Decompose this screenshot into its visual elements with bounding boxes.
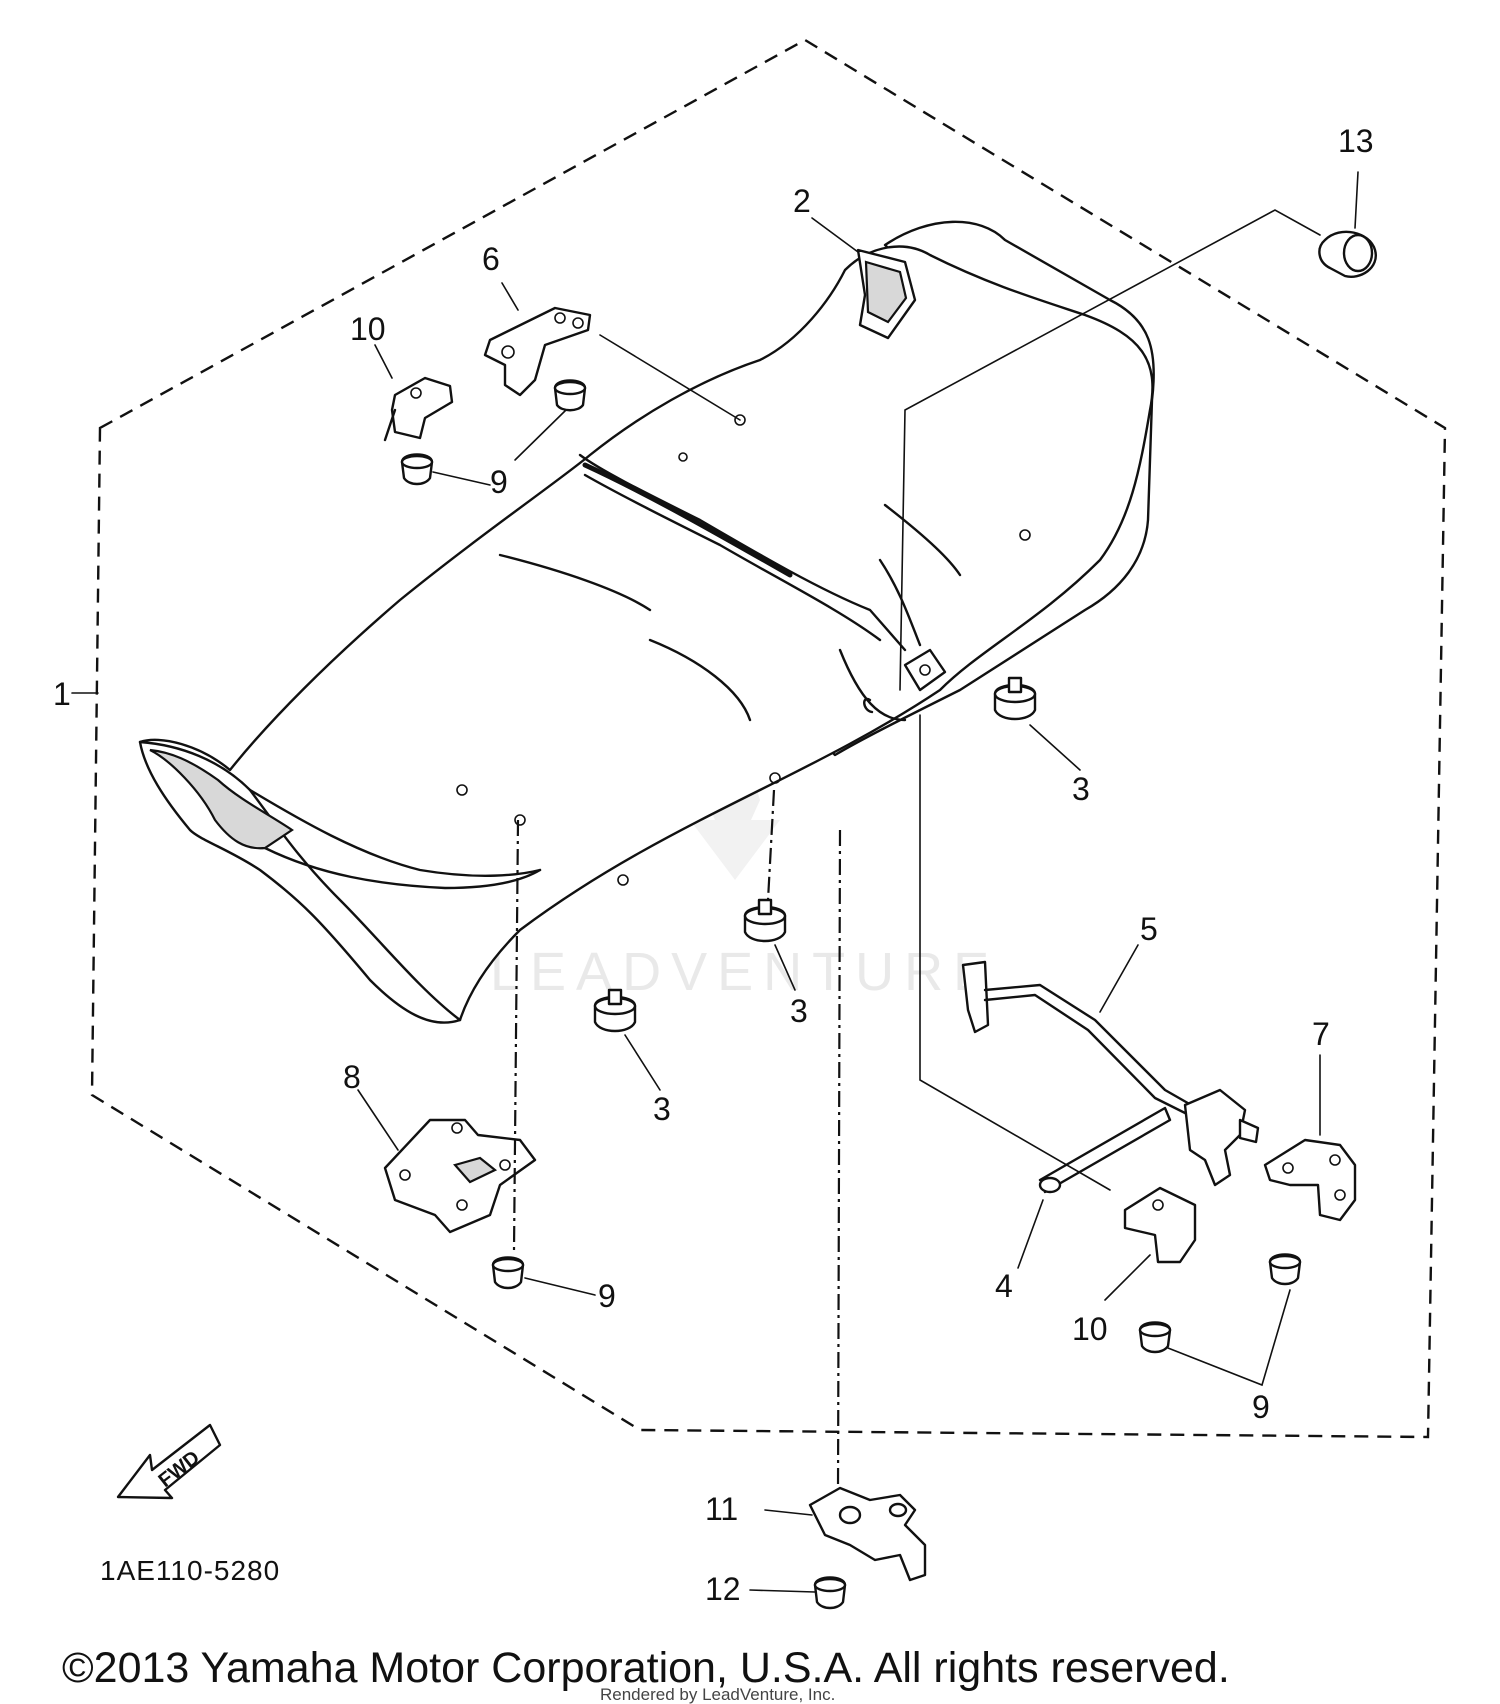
part-6-bracket — [483, 282, 741, 421]
label-part-3b: 3 — [790, 993, 808, 1029]
label-part-7: 7 — [1312, 1016, 1330, 1052]
watermark-text: LEADVENTURE — [490, 942, 999, 1002]
label-part-9c: 9 — [1252, 1389, 1270, 1425]
routing-line-part-13 — [899, 209, 1321, 691]
center-line-part-8 — [512, 819, 520, 1251]
part-9-grommets-upper — [400, 379, 587, 486]
label-part-6: 6 — [482, 241, 500, 277]
rendered-by-note: Rendered by LeadVenture, Inc. — [600, 1685, 835, 1704]
label-part-11: 11 — [705, 1491, 738, 1527]
copyright-notice: ©2013 Yamaha Motor Corporation, U.S.A. A… — [62, 1644, 1230, 1692]
part-12-nut — [749, 1576, 847, 1610]
part-13-cap-nut — [1318, 171, 1377, 278]
part-9-grommets-lower-right — [1138, 1253, 1302, 1387]
label-part-10b: 10 — [1072, 1311, 1108, 1347]
label-part-8: 8 — [343, 1059, 361, 1095]
seat-assembly — [138, 220, 1155, 1024]
label-part-3a: 3 — [1072, 771, 1090, 807]
part-11-latch — [764, 1486, 927, 1582]
label-part-3c: 3 — [653, 1091, 671, 1127]
center-line-part-11 — [836, 829, 842, 1491]
label-part-13: 13 — [1338, 123, 1374, 159]
part-10-bracket-upper — [374, 344, 454, 442]
part-10-bracket-lower — [1104, 1186, 1197, 1301]
part-8-mounting-plate — [357, 1089, 537, 1234]
part-4-spring-rod — [1017, 1106, 1172, 1269]
label-part-2: 2 — [793, 183, 811, 219]
label-part-5: 5 — [1140, 911, 1158, 947]
part-7-bracket — [1263, 1054, 1357, 1222]
part-2-strap-clip — [811, 217, 917, 340]
part-9-grommet-lower-left — [491, 1256, 596, 1296]
diagram-code: 1AE110-5280 — [100, 1555, 280, 1586]
label-part-9b: 9 — [598, 1278, 616, 1314]
part-5-lock-rod — [961, 944, 1202, 1120]
label-part-12: 12 — [705, 1571, 741, 1607]
label-part-9a: 9 — [490, 464, 508, 500]
part-3-dampers — [593, 676, 1081, 1091]
fwd-direction-arrow: FWD — [116, 1423, 222, 1500]
assembly-boundary-dashed — [90, 38, 1447, 1439]
routing-line-lock — [919, 714, 1111, 1191]
label-part-4: 4 — [995, 1268, 1013, 1304]
part-number-labels: 1 2 3 3 3 4 5 6 7 8 9 9 9 9 10 10 11 12 … — [53, 123, 1374, 1607]
label-part-10a: 10 — [350, 311, 386, 347]
label-part-1: 1 — [53, 676, 71, 712]
part-5-catch — [1183, 1088, 1260, 1187]
